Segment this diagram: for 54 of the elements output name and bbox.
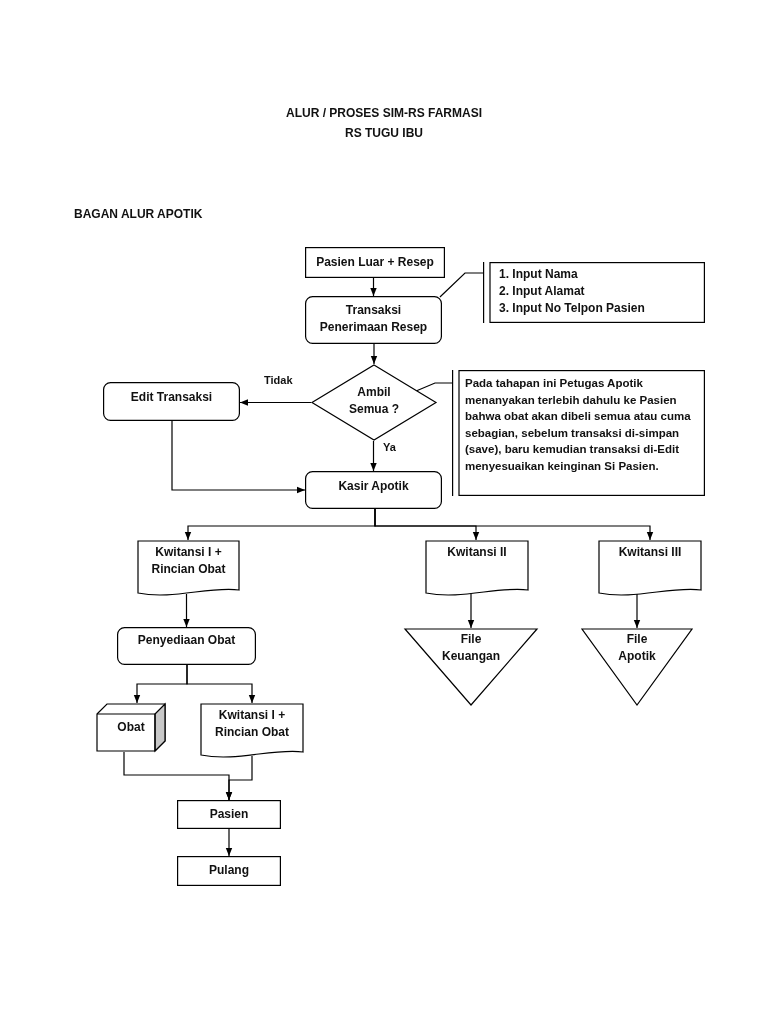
node-label: File Keuangan [441,631,501,665]
list-item: 3. Input No Telpon Pasien [499,300,645,317]
document-shape [598,540,702,598]
node-label: File Apotik [617,631,657,665]
list-item: 1. Input Nama [499,266,578,283]
section-heading: BAGAN ALUR APOTIK [74,207,204,221]
node-label: Obat [117,719,145,736]
process-box [177,856,281,886]
node-label: Pasien Luar + Resep [316,254,434,271]
document-shape [200,703,304,760]
node-label: Kwitansi III [618,544,682,561]
box-3d-shape [96,703,166,752]
node-label: Pulang [209,862,249,879]
node-label: Kwitansi II [447,544,507,561]
process-box [117,627,256,665]
arrow [374,508,654,541]
arrow [467,593,475,629]
document-shape [425,540,529,598]
diagram-title: ALUR / PROSES SIM-RS FARMASI [285,106,483,120]
arrow [370,277,377,297]
node-label: Kwitansi I + Rincian Obat [150,544,227,578]
process-box [305,296,442,344]
arrow [225,828,233,857]
node-label: Transaksi Penerimaan Resep [318,302,429,336]
edge-label: Ya [381,441,398,453]
storage-triangle [581,628,693,706]
arrow [183,593,190,628]
annotation-box [452,370,705,496]
storage-triangle [404,628,538,706]
node-label: Ambil Semua ? [348,384,400,418]
process-box [177,800,281,829]
note-text: Pada tahapan ini Petugas Apotik menanyakan terlebih dahulu ke Pasien bahwa obat akan dibeli semua atau cuma sebagian, sebelum transaksi di-simpan (save), baru kemudian transaksi di-Edit menyesuaikan keinginan Si Pasien. [465,376,692,474]
arrow [370,343,378,365]
node-label: Pasien [209,806,249,823]
arrow [370,440,377,472]
document-shape [137,540,240,598]
node-label: Kasir Apotik [338,478,409,495]
edge-label: Tidak [262,374,295,386]
process-box [305,247,445,278]
leader-line [439,272,484,298]
diagram-subtitle: RS TUGU IBU [344,126,424,140]
decision-diamond [311,364,437,441]
arrow [171,420,306,494]
node-label: Kwitansi I + Rincian Obat [214,707,290,741]
annotation-box [483,262,705,323]
node-label: Penyediaan Obat [137,632,236,649]
arrow [186,664,256,704]
process-box [305,471,442,509]
arrow [633,593,641,629]
arrow [225,755,253,801]
node-label: Edit Transaksi [130,389,213,406]
arrow [239,399,312,406]
process-box [103,382,240,421]
list-item: 2. Input Alamat [499,283,585,300]
